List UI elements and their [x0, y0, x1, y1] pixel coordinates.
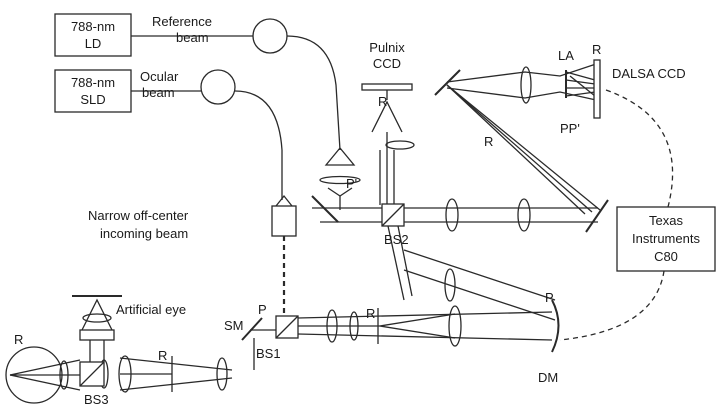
ocular-fiber-coil	[200, 69, 236, 105]
r-left-label: R	[158, 348, 167, 363]
sld-label-2: SLD	[80, 92, 105, 107]
texas-instruments-box	[616, 206, 716, 272]
sld-label-1: 788-nm	[71, 75, 115, 90]
deformable-mirror	[551, 299, 560, 353]
ocular-fiber	[131, 90, 283, 200]
la-label: LA	[558, 48, 574, 63]
ti-label-1: Texas	[649, 213, 683, 228]
pulnix-label-2: CCD	[373, 56, 401, 71]
p-right-label: P	[545, 290, 554, 305]
bs2-label: BS2	[384, 232, 409, 247]
ld-label-2: LD	[85, 36, 102, 51]
r-center-label: R	[366, 306, 375, 321]
dalsa-ccd-plate	[593, 59, 601, 119]
ld-label-1: 788-nm	[71, 19, 115, 34]
artificial-eye-label: Artificial eye	[116, 302, 186, 317]
pp-prime-label: PP'	[560, 121, 580, 136]
sm-label: SM	[224, 318, 244, 333]
bs1-label: BS1	[256, 346, 281, 361]
narrow-beam-label-1: Narrow off-center	[88, 208, 189, 223]
bs3-label: BS3	[84, 392, 109, 405]
r-pulnix-label: R	[378, 94, 387, 109]
ocular-beam-label-1: Ocular	[140, 69, 179, 84]
reference-fiber	[131, 35, 341, 151]
dalsa-label: DALSA CCD	[612, 66, 686, 81]
narrow-beam-label-2: incoming beam	[100, 226, 188, 241]
sld-box	[54, 69, 132, 113]
dm-label: DM	[538, 370, 558, 385]
reference-beam-label-2: beam	[176, 30, 209, 45]
ocular-beam-label-2: beam	[142, 85, 175, 100]
pulnix-ccd-plate	[361, 83, 413, 91]
reference-beam-label-1: Reference	[152, 14, 212, 29]
reference-fiber-coil	[252, 18, 288, 54]
ld-box	[54, 13, 132, 57]
r-eye-label: R	[14, 332, 23, 347]
p-prime-label: P'	[346, 176, 357, 191]
p-left-label: P	[258, 302, 267, 317]
ti-label-3: C80	[654, 249, 678, 264]
fiber-collimator	[271, 205, 297, 237]
ti-label-2: Instruments	[632, 231, 700, 246]
pulnix-label-1: Pulnix	[369, 40, 405, 55]
r-diagonal-label: R	[484, 134, 493, 149]
r-dalsa-label: R	[592, 42, 601, 57]
